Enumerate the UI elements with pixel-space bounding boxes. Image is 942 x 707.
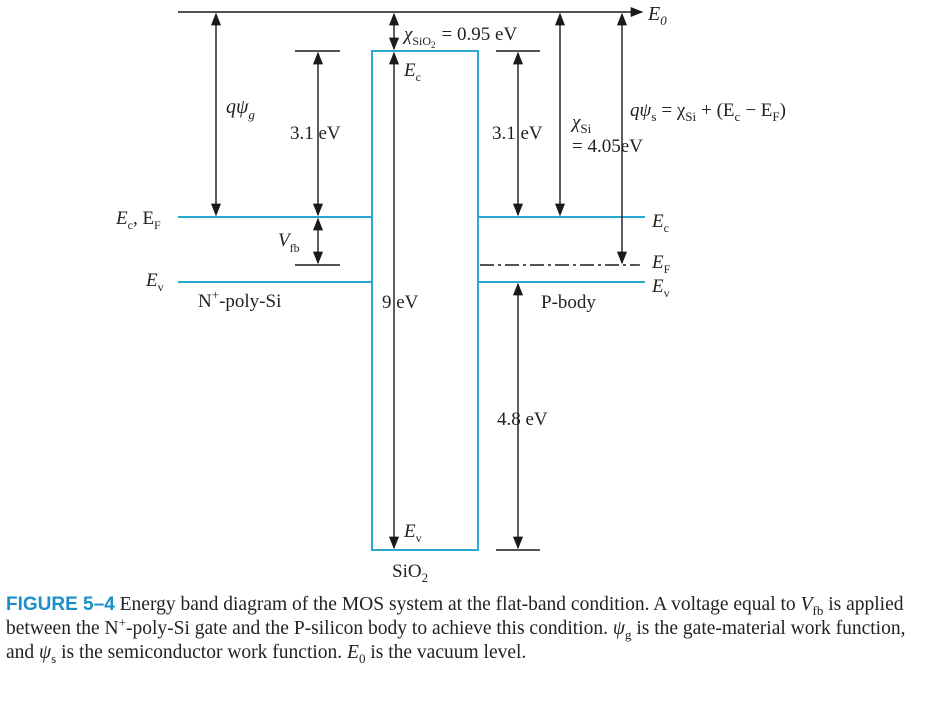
caption-text: Energy band diagram of the MOS system at…: [114, 594, 801, 615]
vacuum-level-label: E0: [647, 3, 667, 28]
caption-psi-s: ψ: [39, 642, 52, 663]
figure-number: FIGURE 5–4: [6, 594, 115, 615]
caption-e0: E: [347, 642, 359, 663]
valence-offset-label: 4.8 eV: [497, 409, 548, 430]
caption-vfb-sub: fb: [812, 602, 824, 618]
body-ef-label: EF: [651, 252, 671, 276]
caption-text: is applied between the N: [6, 594, 904, 639]
caption-psi-g-sub: g: [624, 626, 632, 642]
body-gap-label: 3.1 eV: [492, 123, 543, 144]
energy-band-diagram: E0 χSiO2= 0.95 eV Ec qψg 3.1 eV 3.1 eV χ…: [115, 3, 786, 585]
vfb-label: Vfb: [278, 230, 300, 255]
gate-material-label: N+-poly-Si: [198, 287, 281, 312]
caption-psi-g: ψ: [612, 618, 625, 639]
gate-ec-ef-label: Ec, EF: [115, 208, 161, 232]
oxide-gap-label: 9 eV: [382, 292, 419, 313]
caption-e0-sub: 0: [358, 650, 366, 666]
figure-caption: FIGURE 5–4 Energy band diagram of the MO…: [6, 593, 936, 665]
oxide-ec-label: Ec: [403, 60, 421, 84]
caption-vfb: V: [800, 594, 813, 615]
gate-ev-label: Ev: [145, 270, 164, 294]
oxide-ev-label: Ev: [403, 521, 422, 545]
gate-gap-label: 3.1 eV: [290, 123, 341, 144]
chi-sio2-label: χSiO2= 0.95 eV: [402, 24, 517, 50]
caption-psi-s-sub: s: [51, 650, 57, 666]
q-psi-s-label: qψs= χSi+ (Ec− EF): [630, 100, 786, 124]
q-psi-g-label: qψg: [226, 96, 255, 122]
oxide-band-box: [371, 50, 479, 551]
caption-text: is the vacuum level.: [365, 642, 527, 663]
caption-text: is the semiconductor work function.: [56, 642, 348, 663]
chi-si-label: χSi: [570, 112, 592, 136]
caption-text: is the gate-material work function, and: [6, 618, 906, 663]
caption-text: -poly-Si gate and the P-silicon body to …: [125, 618, 613, 639]
body-material-label: P-body: [541, 292, 596, 313]
chi-si-value: = 4.05eV: [572, 136, 643, 157]
body-ec-label: Ec: [651, 211, 669, 235]
caption-plus-sup: +: [118, 614, 126, 630]
body-ev-label: Ev: [651, 276, 670, 300]
oxide-name-label: SiO2: [392, 561, 428, 585]
